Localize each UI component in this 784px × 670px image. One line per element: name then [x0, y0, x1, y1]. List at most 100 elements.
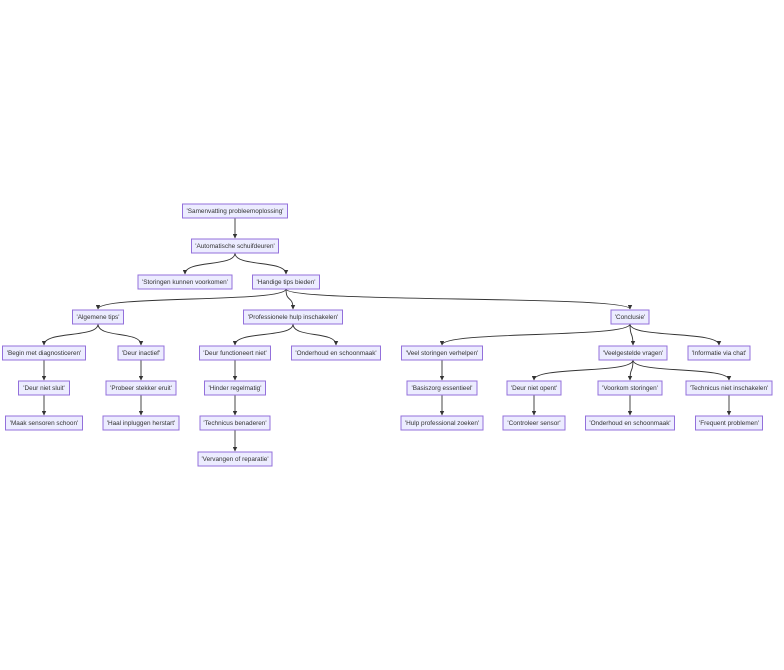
node-onder1: 'Onderhoud en schoonmaak'	[291, 345, 381, 361]
node-info: 'Informatie via chat'	[687, 345, 751, 361]
node-freq: 'Frequent problemen'	[695, 415, 763, 431]
node-stor: 'Storingen kunnen voorkomen'	[137, 274, 233, 290]
node-box	[401, 345, 483, 361]
node-label: 'Onderhoud en schoonmaak'	[295, 350, 376, 357]
edge-tips-prof	[285, 288, 296, 310]
node-alg: 'Algemene tips'	[72, 309, 124, 325]
node-label: 'Begin met diagnosticeren'	[7, 350, 82, 357]
node-box	[5, 415, 83, 431]
node-box	[204, 380, 266, 396]
node-box	[191, 238, 279, 254]
node-label: 'Deur functioneert niet'	[203, 350, 267, 357]
node-box	[400, 415, 484, 431]
node-box	[506, 380, 562, 396]
node-label: 'Veelgestelde vragen'	[603, 350, 663, 357]
node-label: 'Voorkom storingen'	[602, 385, 658, 392]
edge-alg-inact	[97, 323, 144, 346]
nodes-layer: 'Samenvatting probleemoplossing' 'Automat…	[2, 203, 773, 467]
node-box	[695, 415, 763, 431]
node-label: 'Deur niet opent'	[511, 385, 557, 392]
node-label: 'Conclusie'	[615, 314, 646, 321]
node-label: 'Informatie via chat'	[692, 350, 747, 357]
node-veel: 'Veel storingen verhelpen'	[401, 345, 483, 361]
node-box	[199, 415, 271, 431]
edge-tips-alg	[95, 288, 287, 310]
edge-alg-begin	[41, 323, 99, 346]
edge-prof-onder1	[292, 323, 339, 346]
node-box	[406, 380, 478, 396]
node-label: 'Storingen kunnen voorkomen'	[142, 279, 228, 286]
node-box	[585, 415, 675, 431]
node-label: 'Frequent problemen'	[699, 420, 759, 427]
node-box	[117, 345, 165, 361]
node-haal: 'Haal inpluggen herstart'	[102, 415, 180, 431]
node-box	[243, 309, 343, 325]
edge-tips-concl	[285, 288, 633, 310]
node-label: 'Veel storingen verhelpen'	[406, 350, 479, 357]
node-label: 'Maak sensoren schoon'	[10, 420, 79, 427]
edge-vragen-voorkom	[627, 359, 634, 381]
node-label: 'Haal inpluggen herstart'	[107, 420, 176, 427]
edge-concl-info	[629, 323, 722, 346]
node-opent: 'Deur niet opent'	[506, 380, 562, 396]
node-label: 'Hulp professional zoeken'	[405, 420, 479, 427]
node-box	[105, 380, 177, 396]
edge-vragen-techniet	[632, 359, 732, 381]
node-box	[252, 274, 320, 290]
node-techben: 'Technicus benaderen'	[199, 415, 271, 431]
node-stekker: 'Probeer stekker eruit'	[105, 380, 177, 396]
node-label: 'Controleer sensor'	[507, 420, 560, 427]
edge-concl-vragen	[629, 323, 636, 346]
node-label: 'Basiszorg essentieel'	[411, 385, 472, 392]
node-contr: 'Controleer sensor'	[502, 415, 566, 431]
node-onder2: 'Onderhoud en schoonmaak'	[585, 415, 675, 431]
node-label: 'Samenvatting probleemoplossing'	[187, 208, 284, 215]
node-vragen: 'Veelgestelde vragen'	[598, 345, 668, 361]
node-hulp: 'Hulp professional zoeken'	[400, 415, 484, 431]
edges-layer	[41, 218, 732, 452]
node-label: 'Automatische schuifdeuren'	[195, 243, 275, 250]
node-box	[2, 345, 86, 361]
edge-prof-funct	[232, 323, 294, 346]
node-box	[197, 451, 273, 467]
node-label: 'Deur niet sluit'	[23, 385, 65, 392]
node-begin: 'Begin met diagnosticeren'	[2, 345, 86, 361]
node-box	[502, 415, 566, 431]
node-label: 'Vervangen of reparatie'	[201, 456, 268, 463]
node-label: 'Onderhoud en schoonmaak'	[589, 420, 670, 427]
node-root: 'Samenvatting probleemoplossing'	[182, 203, 288, 219]
node-auto: 'Automatische schuifdeuren'	[191, 238, 279, 254]
node-box	[199, 345, 271, 361]
edge-auto-tips	[234, 252, 289, 275]
node-verv: 'Vervangen of reparatie'	[197, 451, 273, 467]
node-inact: 'Deur inactief'	[117, 345, 165, 361]
node-label: 'Technicus niet inschakelen'	[690, 385, 768, 392]
node-box	[598, 345, 668, 361]
edge-auto-stor	[182, 252, 236, 275]
node-box	[18, 380, 70, 396]
edge-vragen-opent	[531, 359, 634, 381]
node-techniet: 'Technicus niet inschakelen'	[685, 380, 773, 396]
node-box	[597, 380, 663, 396]
node-concl: 'Conclusie'	[610, 309, 650, 325]
node-basis: 'Basiszorg essentieel'	[406, 380, 478, 396]
node-box	[610, 309, 650, 325]
node-box	[137, 274, 233, 290]
node-label: 'Hinder regelmatig'	[209, 385, 262, 392]
node-box	[291, 345, 381, 361]
edge-concl-veel	[439, 323, 631, 346]
node-label: 'Probeer stekker eruit'	[110, 385, 172, 392]
node-label: 'Deur inactief'	[122, 350, 160, 357]
node-prof: 'Professionele hulp inschakelen'	[243, 309, 343, 325]
node-box	[182, 203, 288, 219]
node-sensoren: 'Maak sensoren schoon'	[5, 415, 83, 431]
node-voorkom: 'Voorkom storingen'	[597, 380, 663, 396]
node-box	[687, 345, 751, 361]
node-sluit: 'Deur niet sluit'	[18, 380, 70, 396]
node-label: 'Handige tips bieden'	[257, 279, 316, 286]
node-box	[72, 309, 124, 325]
node-funct: 'Deur functioneert niet'	[199, 345, 271, 361]
node-label: 'Algemene tips'	[77, 314, 120, 321]
node-hinder: 'Hinder regelmatig'	[204, 380, 266, 396]
